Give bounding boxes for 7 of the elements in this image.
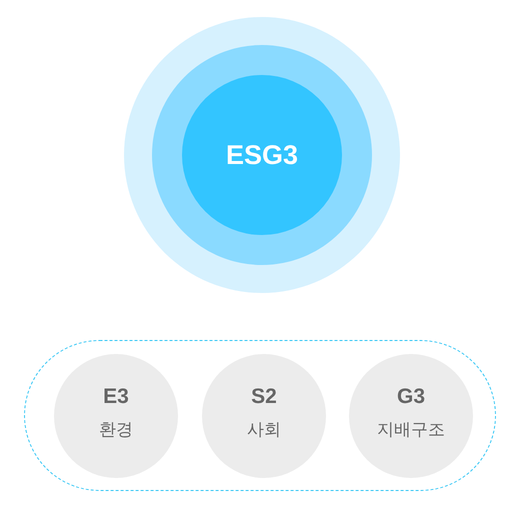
category-code: G3 (396, 385, 425, 409)
category-name: 지배구조 (377, 419, 445, 441)
category-name: 환경 (99, 419, 133, 441)
category-code: E3 (103, 385, 129, 409)
group-outline (24, 340, 496, 491)
category-name: 사회 (247, 419, 281, 441)
category-code: S2 (251, 385, 277, 409)
